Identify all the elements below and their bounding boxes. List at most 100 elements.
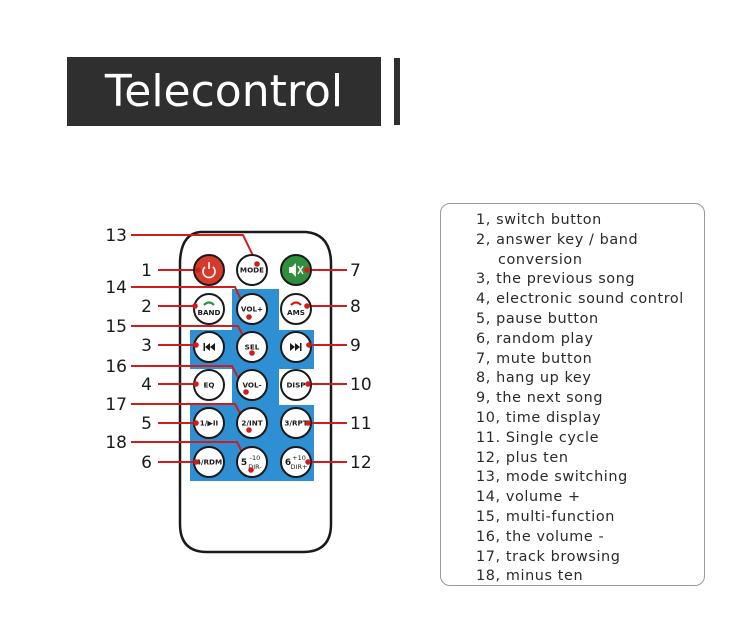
mute-button[interactable] <box>280 254 312 286</box>
legend-item: 7, mute button <box>476 350 593 367</box>
legend-item: 3, the previous song <box>476 271 636 288</box>
callout-dot <box>246 427 252 433</box>
callout-dot <box>304 267 310 273</box>
title-text: Telecontrol <box>104 66 344 117</box>
legend-item: 10, time display <box>476 409 602 426</box>
power-button[interactable] <box>193 254 225 286</box>
legend-item: 18, minus ten <box>476 568 584 585</box>
callout-dot <box>248 467 254 473</box>
callout-number: 18 <box>105 433 127 453</box>
title-accent-bar <box>394 58 400 125</box>
callout-number: 11 <box>350 414 372 434</box>
volplus-button[interactable]: VOL+ <box>236 293 268 325</box>
callout-number: 13 <box>105 226 127 246</box>
legend-item: 4, electronic sound control <box>476 291 684 308</box>
callout-dot <box>193 342 199 348</box>
sel-label: SEL <box>245 343 260 352</box>
k5-sub-label: -10 <box>250 454 261 462</box>
legend-item: 12, plus ten <box>476 449 569 466</box>
volminus-button[interactable]: VOL- <box>236 369 268 401</box>
k5-label: 5 <box>241 458 247 468</box>
legend-item: 6, random play <box>476 330 594 347</box>
callout-dot <box>193 420 199 426</box>
callout-dot <box>305 420 311 426</box>
band-label: BAND <box>197 308 220 317</box>
callout-dot <box>305 381 311 387</box>
callout-number: 8 <box>350 297 361 317</box>
prev-button[interactable] <box>193 331 225 363</box>
k4-label: 4/RDM <box>196 458 222 467</box>
legend-item: 13, mode switching <box>476 469 628 486</box>
callout-number: 9 <box>350 336 361 356</box>
mode-label: MODE <box>240 266 264 275</box>
callout-number: 5 <box>141 414 152 434</box>
callout-number: 4 <box>141 375 152 395</box>
k6-label: 6 <box>285 458 291 468</box>
next-button[interactable] <box>280 331 312 363</box>
callout-number: 16 <box>105 357 127 377</box>
callout-dot <box>249 350 255 356</box>
callout-lines <box>131 234 347 471</box>
callout-dot <box>193 459 199 465</box>
remote-buttons: MODE BAND VOL+ AMS SEL EQ VOL- DISP 1/▶II 2/INT 3/… <box>193 254 312 478</box>
legend-item: 2, answer key / band <box>476 231 639 248</box>
k6-sub2-label: DIR+ <box>291 463 308 471</box>
volplus-label: VOL+ <box>241 305 263 314</box>
callout-dot <box>195 267 201 273</box>
ams-button[interactable]: AMS <box>280 293 312 325</box>
callout-number: 3 <box>141 336 152 356</box>
legend-item: 16, the volume - <box>476 528 605 545</box>
k2-button[interactable]: 2/INT <box>236 407 268 439</box>
callout-dot <box>243 389 249 395</box>
callout-number: 12 <box>350 453 372 473</box>
callout-number: 14 <box>105 278 127 298</box>
callout-dot <box>246 314 252 320</box>
legend-item: 5, pause button <box>476 310 599 327</box>
legend-box <box>440 203 705 586</box>
phone-answer-icon <box>203 301 215 306</box>
mute-icon <box>289 263 304 277</box>
phone-hangup-icon <box>290 301 302 306</box>
legend-item: 8, hang up key <box>476 370 592 387</box>
sel-button[interactable]: SEL <box>236 331 268 363</box>
previous-track-icon <box>203 343 215 351</box>
mode-button[interactable]: MODE <box>236 254 268 286</box>
title-banner: Telecontrol <box>67 57 381 126</box>
volminus-label: VOL- <box>242 381 261 390</box>
k1-label: 1/▶II <box>200 419 219 428</box>
callout-dot <box>192 303 198 309</box>
eq-label: EQ <box>203 381 214 390</box>
disp-label: DISP <box>286 381 305 390</box>
legend-item: 14, volume + <box>476 489 581 506</box>
callout-dot <box>193 381 199 387</box>
legend-item: 1, switch button <box>476 212 602 228</box>
k2-label: 2/INT <box>241 419 262 428</box>
legend-item: 15, multi-function <box>476 508 616 525</box>
callout-number: 7 <box>350 261 361 281</box>
callout-dot <box>254 261 260 267</box>
k3-button[interactable]: 3/RPT <box>280 407 312 439</box>
callout-number: 15 <box>105 317 127 337</box>
band-button[interactable]: BAND <box>193 293 225 325</box>
callout-dot <box>304 303 310 309</box>
callout-number: 2 <box>141 297 152 317</box>
legend-item: 9, the next song <box>476 390 604 407</box>
legend-item: conversion <box>498 251 583 268</box>
callout-dot <box>306 342 312 348</box>
k3-label: 3/RPT <box>284 419 307 428</box>
k6-sub-label: +10 <box>292 454 306 462</box>
legend-item: 11. Single cycle <box>476 429 600 446</box>
callout-number: 1 <box>141 261 152 281</box>
callout-number: 17 <box>105 395 127 415</box>
power-icon <box>202 262 216 279</box>
callout-number: 10 <box>350 375 372 395</box>
callout-number: 6 <box>141 453 152 473</box>
next-track-icon <box>290 343 302 351</box>
legend-list: 1, switch button 2, answer key / band conv… <box>476 211 684 587</box>
disp-button[interactable]: DISP <box>280 369 312 401</box>
callout-dot <box>305 459 311 465</box>
